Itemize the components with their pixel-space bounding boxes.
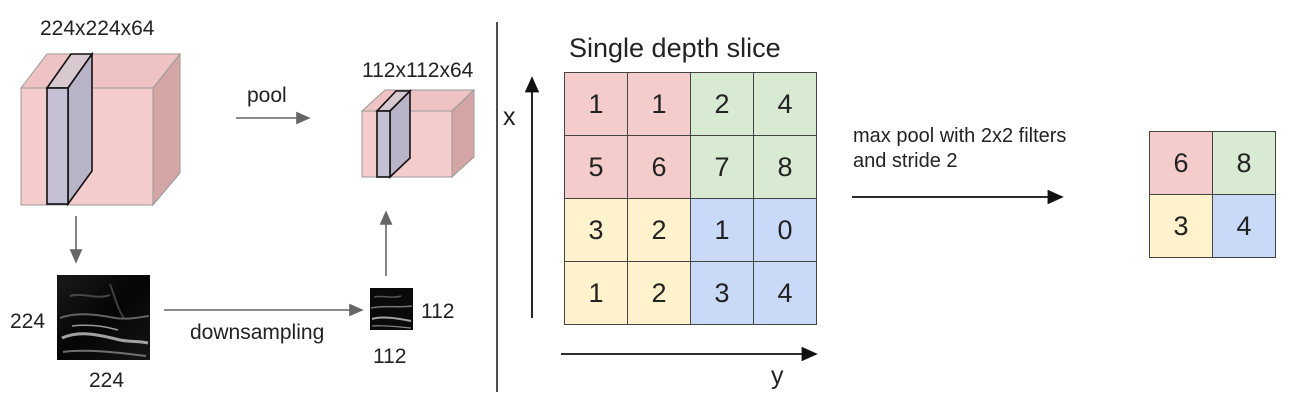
- pool-label: pool: [247, 84, 287, 107]
- grid-cell: 4: [753, 261, 817, 325]
- input-depth-slice: [45, 51, 94, 207]
- input-volume-cube: [19, 51, 182, 207]
- output-slice-width-label: 112: [373, 345, 407, 368]
- result-cell: 8: [1212, 131, 1276, 195]
- input-volume-label: 224x224x64: [40, 17, 155, 40]
- grid-cell: 7: [690, 135, 754, 199]
- result-cell: 3: [1149, 194, 1213, 258]
- grid-cell: 8: [753, 135, 817, 199]
- input-slice-height-label: 224: [10, 310, 46, 333]
- grid-cell: 1: [690, 198, 754, 262]
- result-cell: 6: [1149, 131, 1213, 195]
- grid-cell: 3: [690, 261, 754, 325]
- output-volume-cube: [360, 88, 476, 179]
- output-volume-label: 112x112x64: [362, 59, 474, 82]
- result-cell: 4: [1212, 194, 1276, 258]
- depth-slice-title: Single depth slice: [569, 33, 781, 63]
- output-slice-height-label: 112: [421, 300, 455, 323]
- x-axis-label: x: [503, 103, 516, 131]
- grid-cell: 0: [753, 198, 817, 262]
- y-axis-label: y: [771, 362, 784, 390]
- input-slice-width-label: 224: [89, 369, 125, 392]
- caption-line-1: max pool with 2x2 filters: [853, 125, 1067, 147]
- grid-cell: 1: [564, 261, 628, 325]
- grid-cell: 1: [627, 72, 691, 136]
- grid-cell: 2: [627, 198, 691, 262]
- grid-cell: 5: [564, 135, 628, 199]
- grid-cell: 4: [753, 72, 817, 136]
- output-slice-image: [370, 288, 413, 330]
- grid-cell: 2: [690, 72, 754, 136]
- grid-cell: 6: [627, 135, 691, 199]
- grid-cell: 1: [564, 72, 628, 136]
- input-slice-image: [57, 275, 150, 360]
- caption-line-2: and stride 2: [853, 150, 958, 172]
- grid-cell: 2: [627, 261, 691, 325]
- grid-cell: 3: [564, 198, 628, 262]
- downsampling-label: downsampling: [190, 321, 325, 344]
- output-depth-slice: [375, 89, 412, 179]
